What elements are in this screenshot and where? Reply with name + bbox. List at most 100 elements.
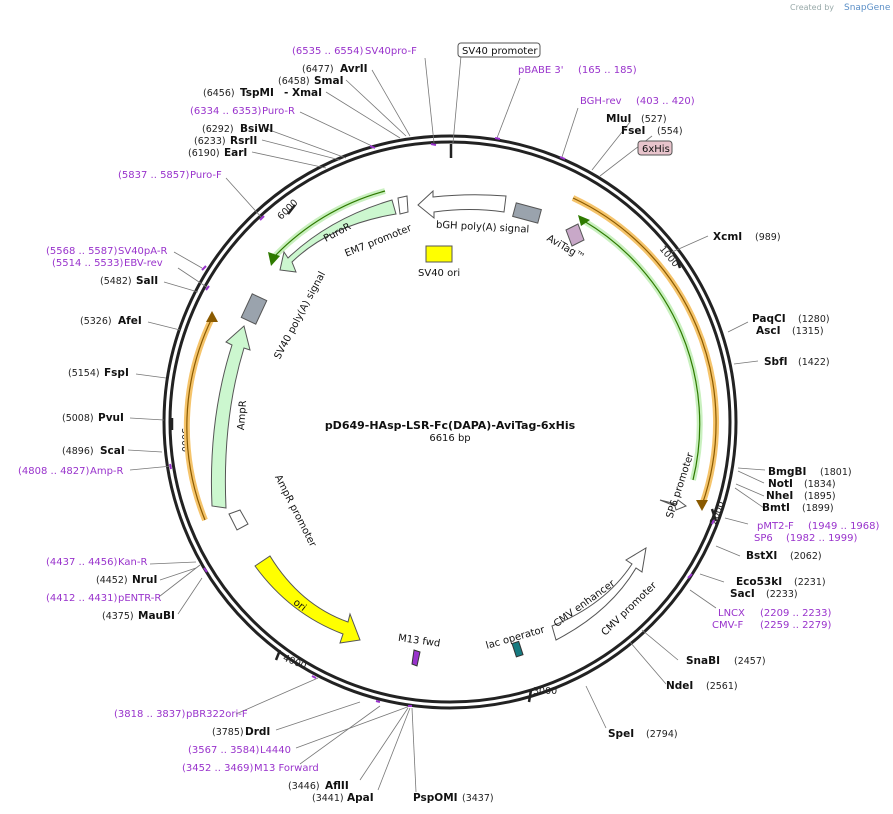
enzyme-fsei-pos: (554) xyxy=(657,126,683,137)
enzyme-mlui-pos: (527) xyxy=(641,114,667,125)
enzyme-paqci-pos: (1280) xyxy=(798,314,830,325)
sv40-promoter-box xyxy=(457,42,541,58)
enzyme-eco53ki: Eco53kI xyxy=(736,576,782,588)
enzyme-avrii-pos: (6477) xyxy=(302,64,334,75)
enzyme-pspomi-pos: (3437) xyxy=(462,793,494,804)
his6-box xyxy=(637,140,673,156)
enzyme-fsei: FseI xyxy=(621,125,645,137)
enzyme-snabi-pos: (2457) xyxy=(734,656,766,667)
enzyme-sali-pos: (5482) xyxy=(100,276,132,287)
enzyme-noti: NotI xyxy=(768,478,793,490)
backbone-inner xyxy=(168,140,732,704)
enzyme-bmgbi-pos: (1801) xyxy=(820,467,852,478)
plasmid-name: pD649-HAsp-LSR-Fc(DAPA)-AviTag-6xHis xyxy=(325,419,576,432)
tick-2000: 2000 xyxy=(708,500,727,527)
primer-pbabe3: pBABE 3' xyxy=(518,65,564,76)
enzyme-apai-pos: (3441) xyxy=(312,793,344,804)
sp6-feature xyxy=(659,499,688,511)
enzyme-apai: ApaI xyxy=(347,792,374,804)
primer-ebv-rev-range: (5514 .. 5533) xyxy=(52,258,124,269)
enzyme-dash: - xyxy=(284,87,288,99)
m13fwd-label: M13 fwd xyxy=(397,633,441,650)
enzyme-eari-pos: (6190) xyxy=(188,148,220,159)
primer-pmt2-f-range: (1949 .. 1968) xyxy=(808,521,880,532)
m13fwd-feature xyxy=(411,649,421,667)
primer-pbr322ori-f-range: (3818 .. 3837) xyxy=(114,709,186,720)
enzyme-ndei-pos: (2561) xyxy=(706,681,738,692)
enzyme-fspi-pos: (5154) xyxy=(68,368,100,379)
primer-pbr322ori-f: pBR322ori-F xyxy=(186,709,248,720)
primer-cmv-f-range: (2259 .. 2279) xyxy=(760,620,832,631)
primer-lncx: LNCX xyxy=(718,608,745,619)
primer-kan-r: Kan-R xyxy=(118,557,147,568)
enzyme-bmti: BmtI xyxy=(762,502,790,514)
bgh-block xyxy=(512,202,542,224)
bgh-label: bGH poly(A) signal xyxy=(436,220,530,236)
cds-green-top-arrowhead xyxy=(268,252,280,266)
cds-orange-right-line xyxy=(572,197,717,506)
plasmid-length: 6616 bp xyxy=(429,433,470,444)
enzyme-sali: SalI xyxy=(136,275,158,287)
enzyme-aflii-pos: (3446) xyxy=(288,781,320,792)
enzyme-saci-pos: (2233) xyxy=(766,589,798,600)
backbone-outer xyxy=(162,134,738,710)
his6-label: 6xHis xyxy=(642,144,670,155)
primer-cmv-f: CMV-F xyxy=(712,620,743,631)
primer-puro-f: Puro-F xyxy=(190,170,222,181)
enzyme-bstxi: BstXI xyxy=(746,550,777,562)
enzyme-nrui: NruI xyxy=(132,574,157,586)
enzyme-scai-pos: (4896) xyxy=(62,446,94,457)
ampr-label: AmpR xyxy=(236,400,249,431)
lac-operator-feature xyxy=(511,640,524,658)
primer-m13-forward-range: (3452 .. 3469) xyxy=(182,763,254,774)
ori-feature xyxy=(254,555,361,644)
enzyme-xmai: XmaI xyxy=(292,87,322,99)
enzyme-ndei: NdeI xyxy=(666,680,693,692)
ampr-promoter-feature xyxy=(228,509,249,531)
enzyme-smai-pos: (6458) xyxy=(278,76,310,87)
sv40-polya-block xyxy=(240,293,268,325)
primer-sv40pro-f-range: (6535 .. 6554) xyxy=(292,46,364,57)
enzyme-pvui-pos: (5008) xyxy=(62,413,94,424)
sp6-promoter-label: SP6 promoter xyxy=(665,451,697,520)
primer-sv40pa-r-range: (5568 .. 5587) xyxy=(46,246,118,257)
primer-amp-r-range: (4808 .. 4827) xyxy=(18,466,90,477)
puror-feature xyxy=(279,199,397,273)
enzyme-nhei: NheI xyxy=(766,490,793,502)
enzyme-spei-pos: (2794) xyxy=(646,729,678,740)
enzyme-eco53ki-pos: (2231) xyxy=(794,577,826,588)
enzyme-bmti-pos: (1899) xyxy=(802,503,834,514)
primer-amp-r: Amp-R xyxy=(90,466,124,477)
enzyme-saci: SacI xyxy=(730,588,755,600)
enzyme-sbfi-pos: (1422) xyxy=(798,357,830,368)
sv40-ori-label: SV40 ori xyxy=(418,268,460,279)
primer-pbabe3-range: (165 .. 185) xyxy=(578,65,637,76)
leader-lines xyxy=(127,55,766,793)
primer-sv40pro-f: SV40pro-F xyxy=(365,46,417,57)
enzyme-mlui: MluI xyxy=(606,113,631,125)
enzyme-tspmi: TspMI xyxy=(240,87,274,99)
sv40-polya-label: SV40 poly(A) signal xyxy=(273,270,329,361)
enzyme-asci-pos: (1315) xyxy=(792,326,824,337)
cds-orange-left-line xyxy=(186,317,213,521)
enzyme-noti-pos: (1834) xyxy=(804,479,836,490)
cds-green-right-arrowhead xyxy=(578,215,590,226)
primer-kan-r-range: (4437 .. 4456) xyxy=(46,557,118,568)
enzyme-maubi-pos: (4375) xyxy=(102,611,134,622)
primer-l4440-range: (3567 .. 3584) xyxy=(188,745,260,756)
primer-marks xyxy=(169,137,715,707)
enzyme-nrui-pos: (4452) xyxy=(96,575,128,586)
enzyme-aflii: AflII xyxy=(325,780,349,792)
cds-orange-right-arrow xyxy=(696,500,708,511)
primer-bgh-rev-range: (403 .. 420) xyxy=(636,96,695,107)
primer-ebv-rev: EBV-rev xyxy=(124,258,163,269)
enzyme-pvui: PvuI xyxy=(98,412,124,424)
sv40-ori-feature xyxy=(425,245,453,263)
enzyme-rsrii: RsrII xyxy=(230,135,257,147)
tick-3000: 3000 xyxy=(533,686,557,697)
primer-sv40pa-r: SV40pA-R xyxy=(118,246,167,257)
enzyme-xcmi: XcmI xyxy=(713,231,742,243)
enzyme-scai: ScaI xyxy=(100,445,125,457)
enzyme-afei-pos: (5326) xyxy=(80,316,112,327)
